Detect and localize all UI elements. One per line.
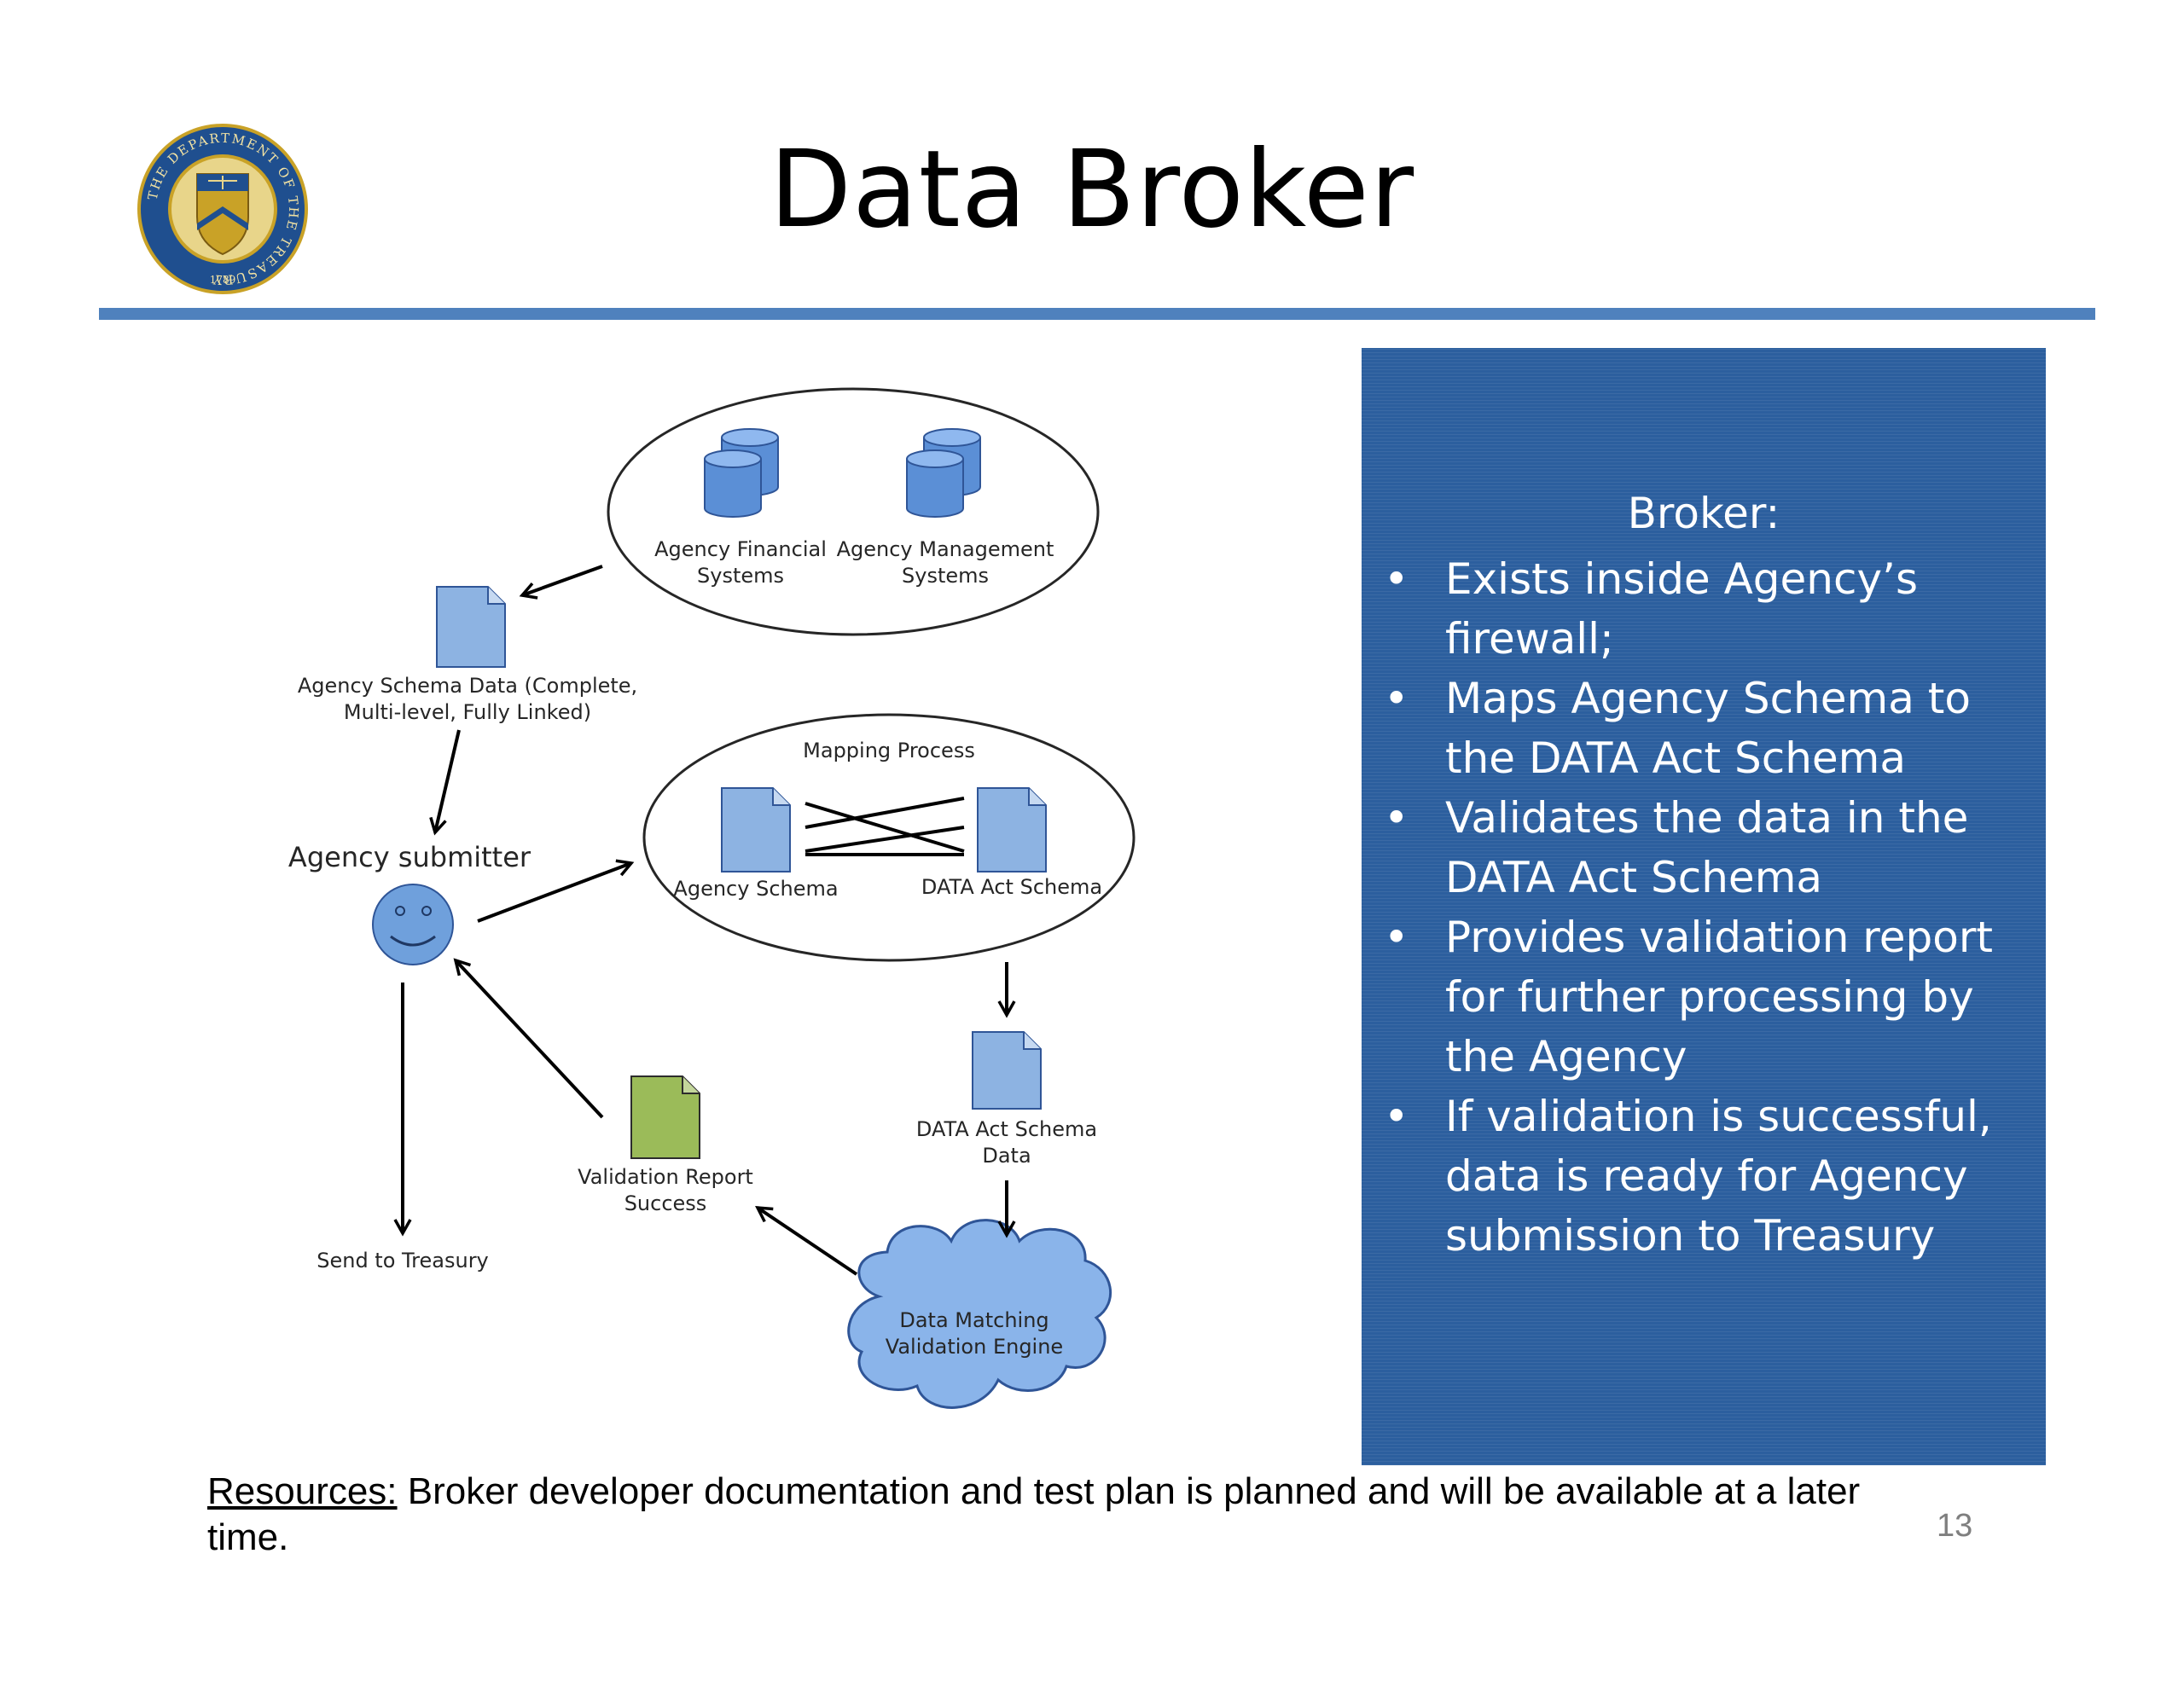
resources-note: Resources: Broker developer documentatio… [207,1469,1879,1561]
data-act-schema-data-document-icon [972,1031,1042,1110]
broker-info-panel: Broker: Exists inside Agency’s firewall;… [1362,348,2046,1465]
svg-text:Data: Data [982,1144,1031,1168]
arrow-schema-data-to-submitter [429,729,461,836]
agency-submitter-label: Agency submitter [288,841,531,873]
agency-financial-label: Agency Financial [654,537,827,561]
agency-submitter-smiley-icon [372,884,454,965]
resources-label: Resources: [207,1470,398,1512]
slide-title: Data Broker [769,128,1415,252]
agency-management-db-icon [906,428,981,518]
arrow-report-to-submitter [453,958,604,1119]
bullet-item: If validation is successful, data is rea… [1362,1087,2046,1266]
mapping-process-label: Mapping Process [803,739,975,762]
svg-text:Validation Engine: Validation Engine [886,1335,1063,1359]
agency-schema-document-icon [721,787,791,872]
flow-arrows [393,565,1016,1276]
validation-engine-cloud-icon [847,1219,1112,1409]
data-act-schema-document-icon [977,787,1047,872]
broker-bullet-list: Exists inside Agency’s firewall; Maps Ag… [1362,549,2046,1266]
treasury-seal-logo: THE DEPARTMENT OF THE TREASURY 1789 [137,124,308,294]
bullet-item: Validates the data in the DATA Act Schem… [1362,788,2046,907]
bullet-item: Exists inside Agency’s firewall; [1362,549,2046,669]
data-matching-engine-label: Data Matching [899,1308,1048,1332]
agency-financial-db-icon [704,428,779,518]
send-to-treasury-label: Send to Treasury [317,1249,489,1272]
mapping-process-group: Mapping Process Agency Schema DATA Act S… [642,713,1136,962]
resources-text: Broker developer documentation and test … [207,1470,1861,1558]
agency-schema-label: Agency Schema [673,877,838,901]
data-act-schema-data-label: DATA Act Schema [916,1117,1097,1141]
validation-report-label: Validation Report [578,1165,753,1189]
arrow-submitter-to-mapping [477,859,635,923]
svg-text:Multi-level, Fully Linked): Multi-level, Fully Linked) [344,700,591,724]
agency-schema-data-document-icon [436,586,506,668]
bullet-item: Provides validation report for further p… [1362,907,2046,1087]
svg-text:Success: Success [624,1191,707,1215]
arrow-systems-to-schema-data [519,565,603,600]
mapping-lines [804,797,965,856]
validation-report-document-icon [630,1075,700,1159]
svg-text:1789: 1789 [210,274,236,286]
title-divider [99,308,2095,320]
data-broker-diagram: Agency Financial Systems Agency Manageme… [288,387,1136,1409]
arrow-engine-to-report [755,1206,858,1276]
bullet-item: Maps Agency Schema to the DATA Act Schem… [1362,669,2046,788]
page-number: 13 [1937,1508,1973,1544]
panel-title: Broker: [1627,489,1780,538]
svg-text:Systems: Systems [697,564,784,588]
svg-text:Systems: Systems [902,564,989,588]
source-systems-group: Agency Financial Systems Agency Manageme… [607,387,1100,636]
data-act-schema-label: DATA Act Schema [921,875,1102,899]
agency-schema-data-label: Agency Schema Data (Complete, [298,674,637,698]
agency-management-label: Agency Management [837,537,1054,561]
